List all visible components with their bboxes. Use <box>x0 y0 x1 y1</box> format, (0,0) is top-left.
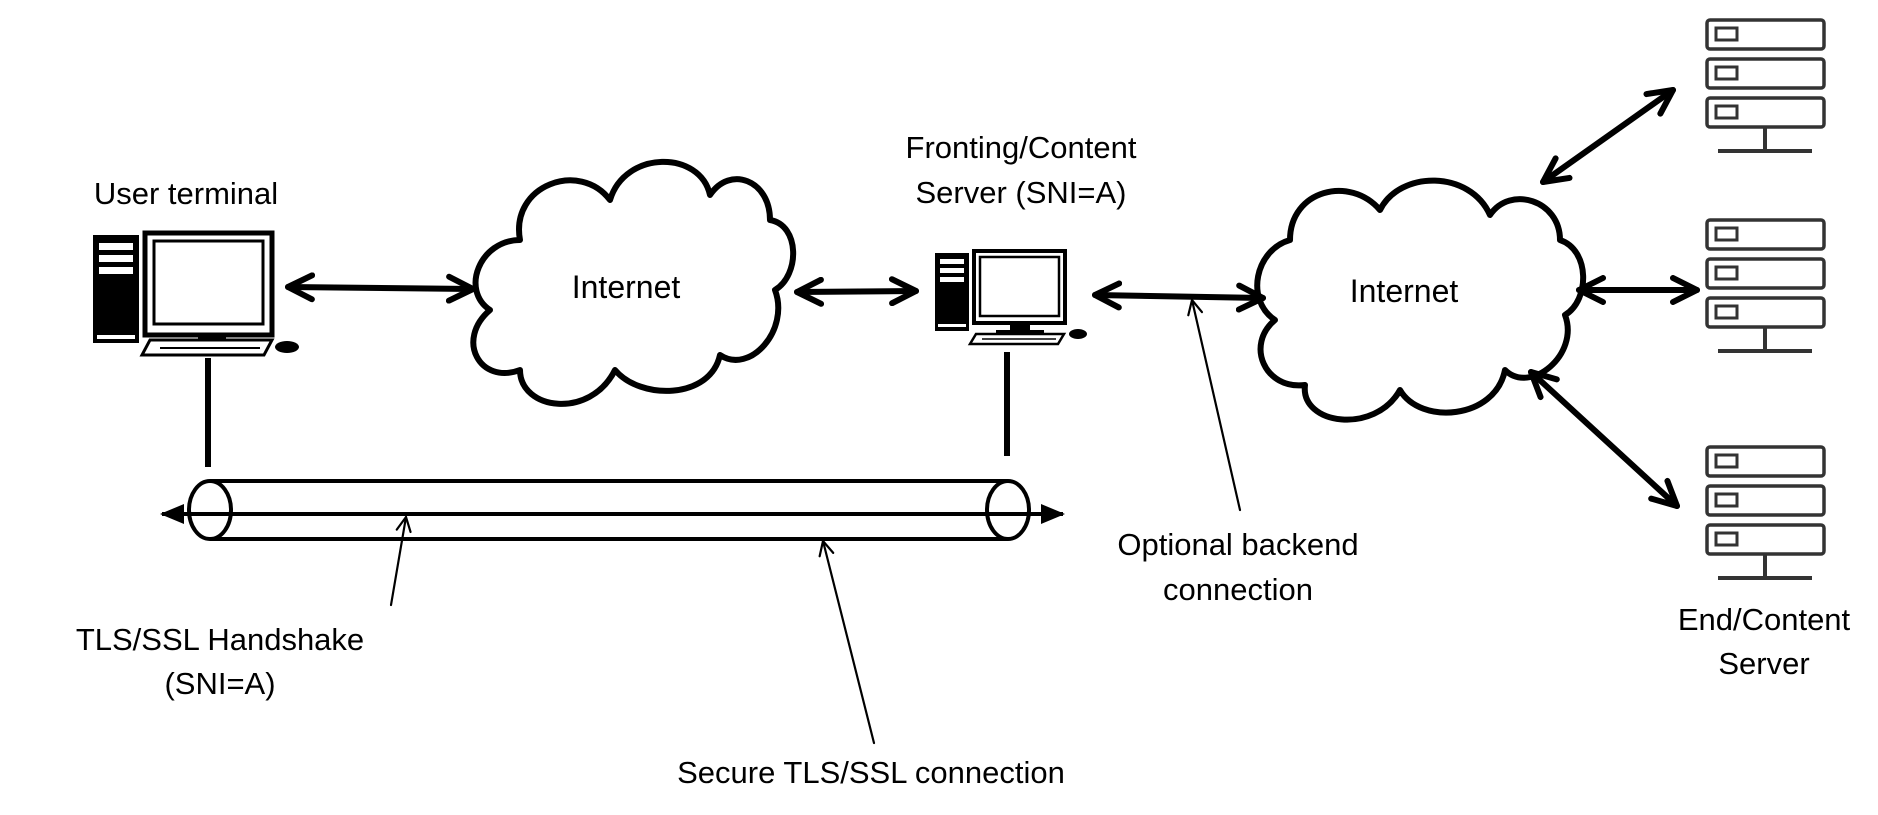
user-terminal-label: User terminal <box>94 176 278 211</box>
arrow-internet-to-server-top <box>1540 87 1676 185</box>
pointer-handshake <box>389 517 406 607</box>
internet-right-label: Internet <box>1350 273 1459 309</box>
arrow-user-to-internet <box>285 272 476 304</box>
end-server-rack-middle <box>1705 218 1826 353</box>
arrow-internet-to-server-bottom <box>1528 369 1680 509</box>
fronting-server-computer-icon <box>935 249 1087 346</box>
arrow-internet-to-fronting <box>794 276 919 307</box>
tls-tunnel <box>160 479 1065 541</box>
internet-cloud-left <box>470 158 797 407</box>
secure-connection-label: Secure TLS/SSL connection <box>677 755 1065 790</box>
pointer-backend <box>1192 300 1242 512</box>
backend-label-line1: Optional backend <box>1117 527 1358 562</box>
arrow-fronting-to-internet <box>1092 280 1266 313</box>
fronting-server-label-line1: Fronting/Content <box>906 130 1137 165</box>
internet-left-label: Internet <box>572 269 681 305</box>
end-server-label-line2: Server <box>1718 646 1809 681</box>
end-server-label-line1: End/Content <box>1678 602 1851 637</box>
fronting-server-label-line2: Server (SNI=A) <box>915 175 1126 210</box>
end-server-rack-top <box>1705 18 1826 153</box>
handshake-label-line2: (SNI=A) <box>164 666 275 701</box>
user-terminal-computer-icon <box>93 230 299 357</box>
backend-label-line2: connection <box>1163 572 1313 607</box>
handshake-label-line1: TLS/SSL Handshake <box>76 622 364 657</box>
pointer-secure-connection <box>823 541 876 745</box>
end-server-rack-bottom <box>1705 445 1826 580</box>
